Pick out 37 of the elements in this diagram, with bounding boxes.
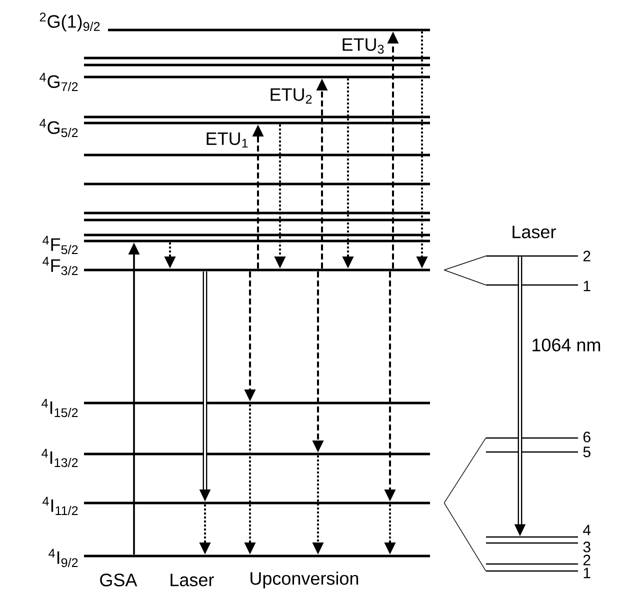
column-label: Upconversion	[250, 572, 358, 588]
edge-label: 1064 nm	[530, 338, 602, 352]
sublevel-number: 4	[583, 524, 591, 536]
splitting-line	[444, 256, 486, 270]
energy-level	[84, 218, 430, 222]
energy-level	[84, 212, 430, 214]
edge-label: ETU$_{1}$	[204, 131, 250, 149]
energy-level	[84, 234, 430, 236]
sublevel-number: 1	[584, 568, 590, 578]
level-label: $^{4}$I$_{11/2}$	[42, 496, 78, 516]
level-label: $^{4}$G$_{5/2}$	[40, 118, 78, 138]
sublevel-number: 2	[583, 554, 590, 566]
splitting-line	[444, 438, 486, 504]
sublevel-number: 5	[583, 446, 590, 458]
edge-label: ETU$_{3}$	[340, 37, 386, 55]
level-label: $^{4}$I$_{9/2}$	[48, 548, 78, 568]
sublevel-number: 1	[584, 280, 590, 292]
column-label: Laser	[512, 226, 556, 238]
column-label: Laser	[170, 574, 214, 586]
column-label: GSA	[100, 574, 138, 586]
energy-level	[84, 64, 430, 66]
level-label: $^{4}$F$_{3/2}$	[42, 256, 78, 276]
sublevel-number: 2	[583, 250, 590, 262]
sublevel-number: 3	[583, 542, 590, 552]
sublevel-number: 6	[583, 432, 590, 442]
splitting-line	[444, 270, 486, 286]
level-label: $^{4}$G$_{7/2}$	[40, 72, 78, 92]
level-label: $^{4}$I$_{13/2}$	[42, 448, 78, 468]
energy-level	[84, 182, 430, 186]
level-label: $^{4}$I$_{15/2}$	[42, 398, 78, 418]
energy-level	[84, 116, 430, 118]
edge-label: ETU$_{2}$	[268, 87, 314, 105]
level-label: $^{2}$G(1)$_{9/2}$	[40, 12, 100, 32]
splitting-line	[444, 502, 486, 572]
energy-level	[84, 154, 430, 156]
energy-level	[84, 56, 430, 60]
level-label: $^{4}$F$_{5/2}$	[42, 236, 78, 254]
